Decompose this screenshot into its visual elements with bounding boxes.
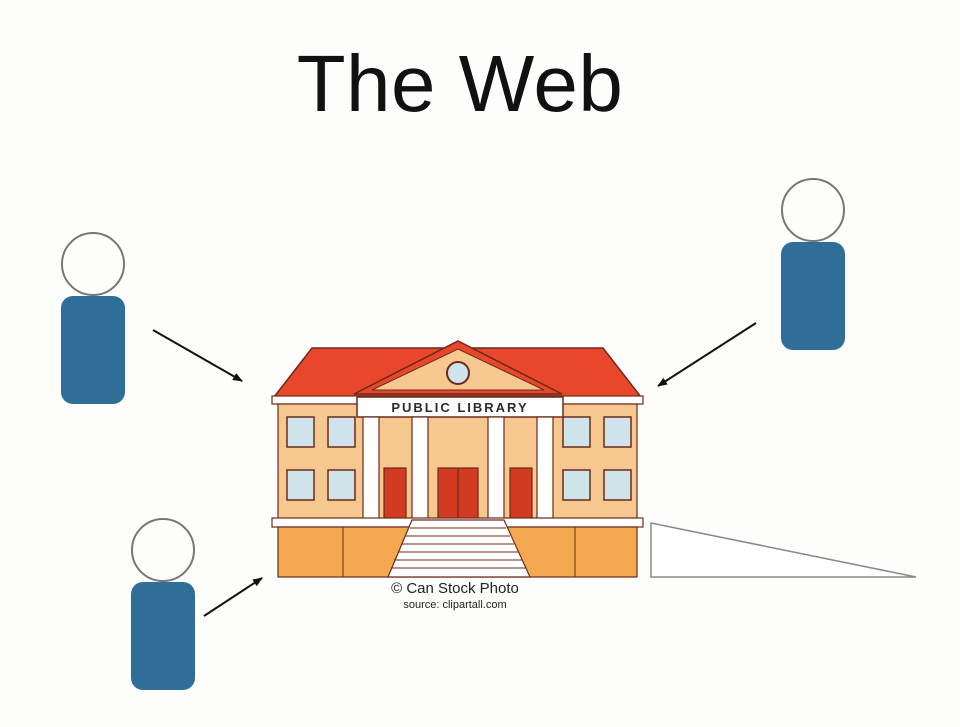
credit-text: © Can Stock Photo bbox=[391, 580, 519, 597]
person-icon-right bbox=[778, 178, 848, 350]
wedge-shape bbox=[650, 522, 917, 578]
library-building-icon bbox=[271, 340, 644, 578]
person-head bbox=[131, 518, 195, 582]
slide-title: The Web bbox=[296, 39, 624, 128]
person-body bbox=[61, 296, 125, 404]
library-sign-text: PUBLIC LIBRARY bbox=[391, 400, 528, 415]
arrow-icon-right bbox=[657, 322, 757, 387]
image-credit: © Can Stock Photo source: clipartall.com bbox=[355, 580, 555, 611]
person-body bbox=[781, 242, 845, 350]
arrow-icon-bottom bbox=[203, 577, 263, 617]
person-head bbox=[61, 232, 125, 296]
source-text: source: clipartall.com bbox=[403, 599, 507, 611]
arrow-icon-left bbox=[152, 329, 243, 382]
person-body bbox=[131, 582, 195, 690]
person-icon-left bbox=[58, 232, 128, 404]
person-icon-bottom-left bbox=[128, 518, 198, 690]
person-head bbox=[781, 178, 845, 242]
